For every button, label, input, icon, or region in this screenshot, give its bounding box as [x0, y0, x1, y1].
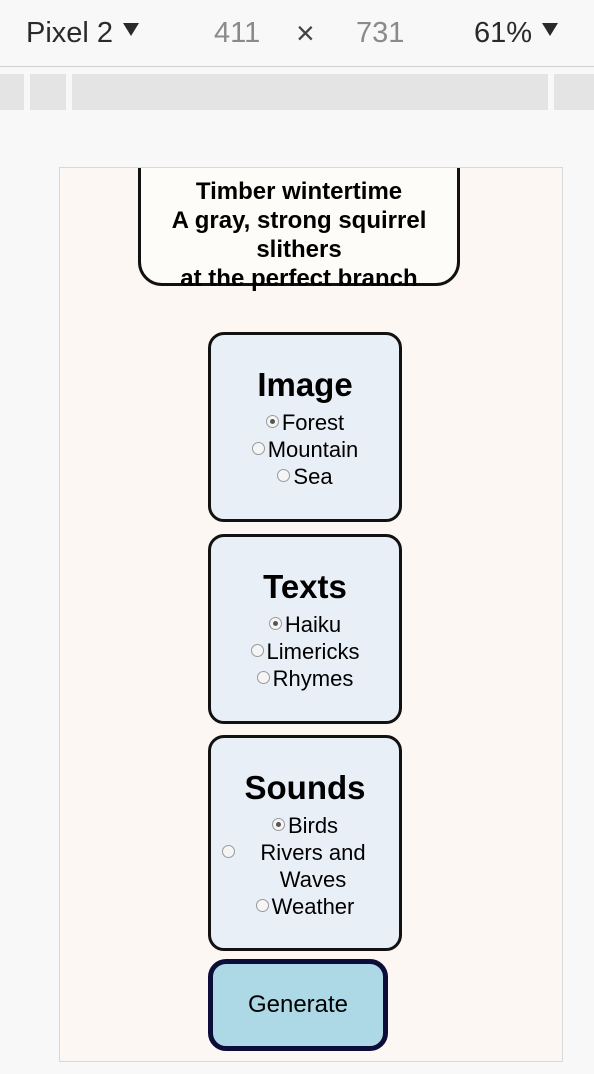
caret-down-icon [123, 23, 140, 36]
radio-checked-icon[interactable] [268, 617, 282, 630]
media-query-ruler [0, 74, 594, 110]
option-label: Sea [293, 464, 333, 489]
sounds-options-card: Sounds Birds Rivers and Waves Weather [208, 735, 402, 951]
option-label: Rivers and Waves [260, 840, 366, 892]
ruler-segment[interactable] [72, 74, 548, 110]
sounds-title: Sounds [244, 769, 366, 806]
radio-icon[interactable] [251, 442, 265, 455]
ruler-segment[interactable] [0, 74, 24, 110]
option-label: Haiku [284, 612, 342, 637]
sounds-options-list: Birds Rivers and Waves Weather [211, 812, 399, 920]
texts-options-list: Haiku Limericks Rhymes [211, 611, 399, 692]
zoom-value: 61% [474, 17, 533, 49]
device-select[interactable]: Pixel 2 [26, 15, 140, 51]
generate-button[interactable]: Generate [208, 959, 388, 1051]
image-option-mountain[interactable]: Mountain [211, 436, 399, 463]
option-label: Weather [271, 894, 355, 919]
poem-line: Timber wintertime [195, 178, 403, 205]
texts-option-haiku[interactable]: Haiku [211, 611, 399, 638]
sounds-option-weather[interactable]: Weather [211, 893, 399, 920]
texts-option-rhymes[interactable]: Rhymes [211, 665, 399, 692]
option-label: Forest [281, 410, 345, 435]
radio-icon[interactable] [256, 671, 270, 684]
image-option-forest[interactable]: Forest [211, 409, 399, 436]
radio-icon[interactable] [255, 899, 269, 912]
poem-line: at the perfect branch [180, 265, 418, 292]
height-input[interactable]: 731 [356, 17, 405, 49]
sounds-option-rivers-and-waves[interactable]: Rivers and Waves [211, 839, 399, 893]
device-name: Pixel 2 [26, 17, 114, 49]
radio-icon[interactable] [277, 469, 291, 482]
image-options-list: Forest Mountain Sea [211, 409, 399, 490]
radio-checked-icon[interactable] [265, 415, 279, 428]
poem-text: Timber wintertime A gray, strong squirre… [141, 177, 457, 293]
page-viewport: Timber wintertime A gray, strong squirre… [59, 167, 563, 1062]
texts-option-limericks[interactable]: Limericks [211, 638, 399, 665]
image-option-sea[interactable]: Sea [211, 463, 399, 490]
option-label: Rhymes [272, 666, 354, 691]
zoom-select[interactable]: 61% [474, 15, 559, 51]
texts-title: Texts [263, 568, 347, 605]
texts-options-card: Texts Haiku Limericks Rhymes [208, 534, 402, 724]
radio-icon[interactable] [222, 845, 235, 858]
poem-line: A gray, strong squirrel [171, 207, 427, 234]
times-icon: × [296, 15, 315, 51]
image-title: Image [257, 366, 353, 403]
ruler-segment[interactable] [554, 74, 594, 110]
option-label: Birds [287, 813, 339, 838]
device-toolbar: Pixel 2 411 × 731 61% [0, 0, 594, 67]
sounds-option-birds[interactable]: Birds [211, 812, 399, 839]
option-label: Limericks [266, 639, 360, 664]
poem-line: slithers [256, 236, 342, 263]
image-options-card: Image Forest Mountain Sea [208, 332, 402, 522]
ruler-segment[interactable] [30, 74, 66, 110]
caret-down-icon [542, 23, 559, 36]
width-input[interactable]: 411 [214, 17, 261, 49]
option-label: Mountain [267, 437, 359, 462]
radio-icon[interactable] [250, 644, 264, 657]
radio-checked-icon[interactable] [271, 818, 285, 831]
poem-box: Timber wintertime A gray, strong squirre… [138, 168, 460, 292]
